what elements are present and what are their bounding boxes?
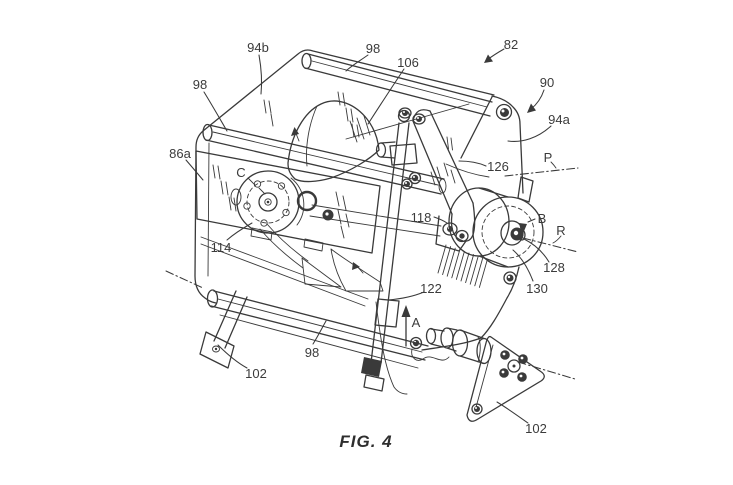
drum-shaft (375, 141, 396, 159)
motor-assembly (230, 170, 442, 288)
ref-label-118: 118 (411, 210, 432, 225)
strut (361, 109, 418, 392)
ref-label-82: 82 (504, 37, 518, 52)
drum-rotation-arrow (291, 127, 299, 136)
front-panel (195, 150, 381, 254)
ref-label-102-right: 102 (525, 421, 547, 436)
lower-flag (330, 248, 384, 292)
frame-rear-plate (194, 49, 495, 304)
wheel-hatch (437, 244, 488, 288)
ref-label-94b: 94b (247, 40, 269, 55)
ref-label-90: 90 (540, 75, 554, 90)
ref-label-126: 126 (487, 159, 509, 174)
arm-hatch (430, 162, 456, 186)
axis-left (165, 270, 204, 289)
ref-label-114: 114 (211, 240, 232, 255)
drum-hatch (349, 115, 371, 143)
ref-label-a: A (412, 315, 421, 330)
ref-label-94a: 94a (548, 112, 570, 127)
drum (287, 100, 380, 183)
tube-top (301, 52, 493, 117)
ref-label-86a: 86a (169, 146, 191, 161)
figure-caption: FIG. 4 (339, 432, 392, 451)
ref-label-c: C (236, 165, 245, 180)
ref-label-p: P (544, 150, 553, 165)
ref-label-128: 128 (543, 260, 565, 275)
ref-label-b: B (538, 211, 547, 226)
roller-bracket (411, 327, 545, 422)
a-arrow-head (401, 305, 411, 317)
leader-lines (185, 48, 552, 424)
bottom-frame (199, 236, 429, 369)
panel-hatch (212, 164, 350, 239)
axis-p (504, 167, 579, 177)
axes (165, 161, 579, 380)
ref-label-98-left: 98 (193, 77, 207, 92)
ref-label-98-top: 98 (366, 41, 380, 56)
wheel (448, 187, 544, 268)
b-direction-arrow (519, 223, 527, 236)
ref-label-98-bottom: 98 (305, 345, 319, 360)
ref-label-102-left: 102 (245, 366, 267, 381)
ref-label-r: R (556, 223, 565, 238)
motor-belt (309, 204, 442, 237)
ref-label-122: 122 (420, 281, 442, 296)
axis-bracket (517, 361, 576, 380)
flag-arrow (352, 262, 360, 270)
ref-label-106: 106 (397, 55, 419, 70)
axis-r (522, 237, 579, 253)
axis-c-dashes (247, 177, 266, 195)
reference-labels: 94b 98 106 82 90 94a P 126 98 86a C 118 … (169, 37, 570, 436)
ref-label-130: 130 (526, 281, 548, 296)
